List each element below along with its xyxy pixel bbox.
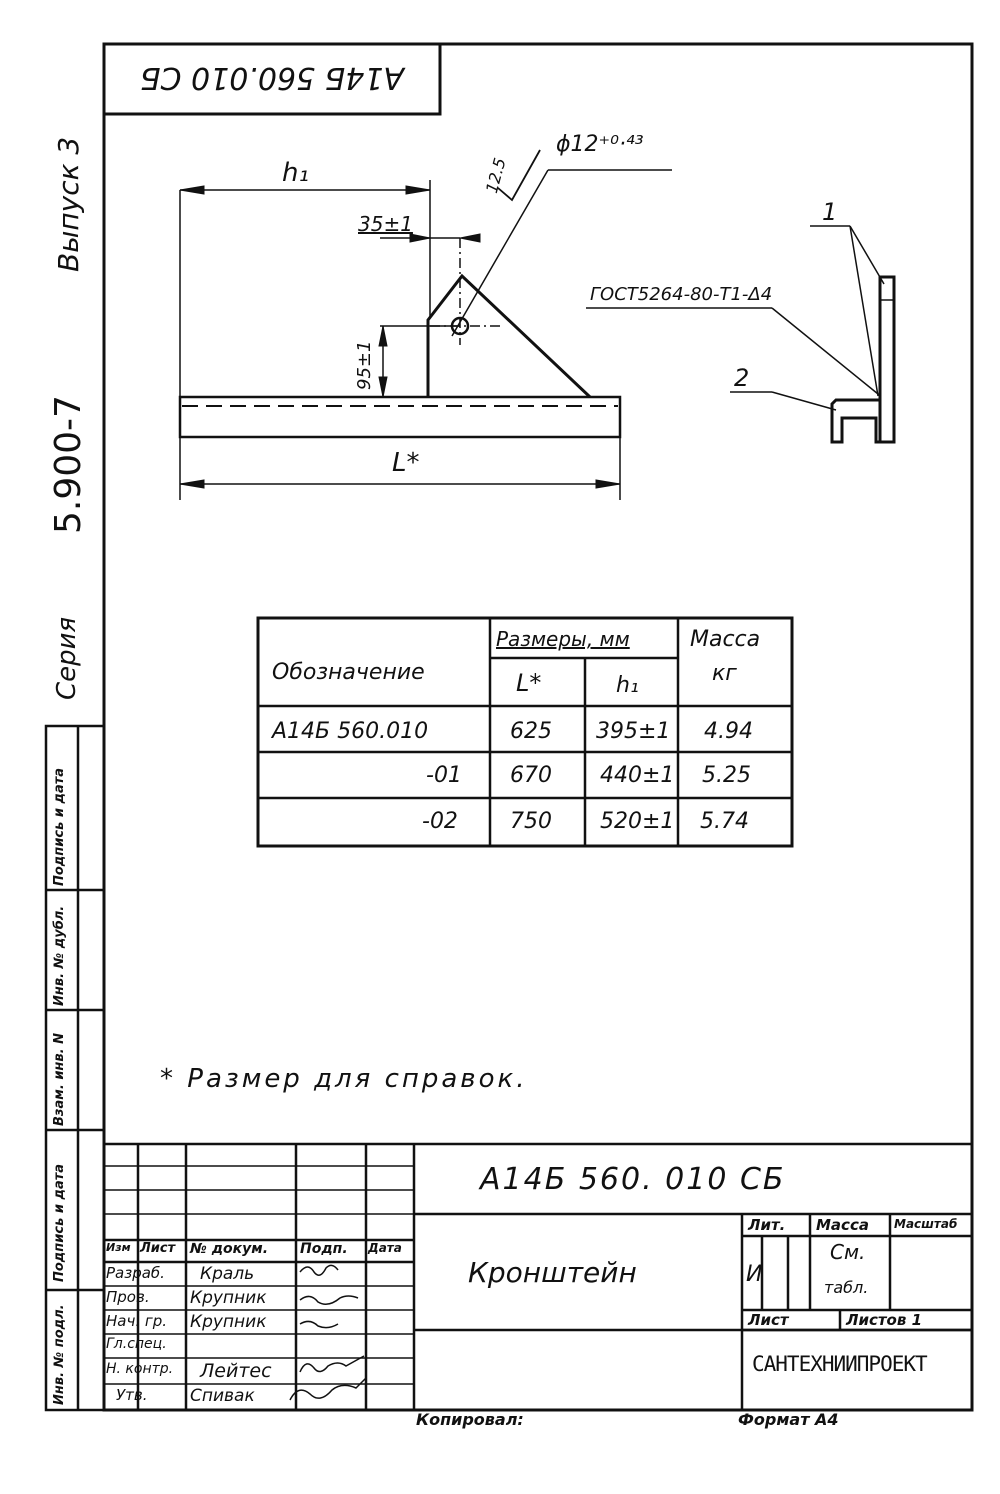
tb-name-5: Спивак <box>190 1386 255 1406</box>
dim-35: 35±1 <box>358 212 413 236</box>
tb-header-data: Дата <box>368 1241 402 1255</box>
tb-sheet-label: Лист <box>748 1311 789 1329</box>
tb-name-4: Лейтес <box>200 1360 272 1382</box>
signature-scribbles <box>289 1264 367 1401</box>
spec-col-mass-2: кг <box>712 660 737 686</box>
tb-mass-label: Масса <box>816 1216 869 1234</box>
part-view-side <box>586 225 896 444</box>
tb-lit-value: И <box>746 1262 763 1287</box>
weld-standard: ГОСТ5264-80-Т1-Δ4 <box>590 284 773 305</box>
title-doc-number: А14Б 560. 010 СБ <box>480 1162 786 1197</box>
top-stamp-box <box>102 42 442 116</box>
dim-L: L* <box>392 448 420 478</box>
spec-table-grid <box>256 616 794 848</box>
side-stamp-grid <box>44 724 106 1412</box>
spec-col-sizes: Размеры, мм <box>496 627 630 651</box>
top-stamp-text: А14Б 560.010 СБ <box>140 60 404 95</box>
tb-mass-value-1: См. <box>830 1240 866 1264</box>
footer-copied: Копировал: <box>416 1410 524 1429</box>
spec-col-designation: Обозначение <box>272 659 425 685</box>
reference-note: * Размер для справок. <box>160 1064 528 1094</box>
tb-header-doc: № докум. <box>190 1241 269 1257</box>
footer-format: Формат А4 <box>738 1410 839 1429</box>
title-block-grid <box>104 1142 972 1410</box>
spec-col-mass-1: Масса <box>690 626 761 652</box>
tb-lit-label: Лит. <box>748 1216 786 1234</box>
spec-row-1-designation: -01 <box>426 762 462 788</box>
tb-header-izm: Изм <box>106 1241 131 1254</box>
margin-seriya: Серия <box>52 616 82 700</box>
spec-row-0-L: 625 <box>510 718 552 744</box>
side-stamp-vzam: Взам. инв. N <box>52 1033 67 1126</box>
tb-sheets-label: Листов 1 <box>846 1311 923 1329</box>
spec-row-1-mass: 5.25 <box>702 762 751 788</box>
margin-series-code: 5.900-7 <box>48 395 89 534</box>
spec-row-2-mass: 5.74 <box>700 808 749 834</box>
tb-header-list: Лист <box>140 1241 176 1256</box>
tb-role-2: Нач. гр. <box>106 1312 168 1330</box>
tb-organization: САНТЕХНИИПРОЕКТ <box>752 1352 928 1376</box>
spec-row-0-mass: 4.94 <box>704 718 753 744</box>
margin-vypusk: Выпуск 3 <box>52 136 85 272</box>
spec-col-h1: h₁ <box>616 672 639 698</box>
tb-role-3: Гл.спец. <box>106 1336 167 1352</box>
tb-mass-value-2: табл. <box>824 1278 869 1297</box>
spec-row-1-h1: 440±1 <box>600 762 675 788</box>
tb-role-4: Н. контр. <box>106 1361 174 1377</box>
side-stamp-podpis-2: Подпись и дата <box>52 767 67 886</box>
tb-role-5: Утв. <box>116 1386 148 1404</box>
spec-row-2-designation: -02 <box>422 808 458 834</box>
tb-name-2: Крупник <box>190 1312 267 1332</box>
item-1-label: 1 <box>822 198 838 226</box>
dim-h1: h₁ <box>282 158 309 188</box>
part-view-main <box>178 149 672 500</box>
tb-role-1: Пров. <box>106 1288 150 1306</box>
tb-role-0: Разраб. <box>106 1264 165 1282</box>
tb-scale-label: Масштаб <box>894 1217 958 1231</box>
side-stamp-inv-podl: Инв. № подл. <box>52 1304 67 1405</box>
title-part-name: Кронштейн <box>468 1256 637 1289</box>
spec-col-L: L* <box>516 669 542 697</box>
dim-95: 95±1 <box>354 340 375 390</box>
side-stamp-inv-dubl: Инв. № дубл. <box>52 905 67 1006</box>
item-2-label: 2 <box>734 364 750 392</box>
tb-name-0: Краль <box>200 1264 255 1284</box>
spec-row-0-designation: А14Б 560.010 <box>272 718 429 744</box>
hole-diameter: ϕ12⁺⁰·⁴³ <box>556 132 644 157</box>
side-stamp-podpis-1: Подпись и дата <box>52 1163 67 1282</box>
tb-header-podp: Подп. <box>300 1241 348 1257</box>
spec-row-2-L: 750 <box>510 808 552 834</box>
spec-row-0-h1: 395±1 <box>596 718 671 744</box>
spec-row-2-h1: 520±1 <box>600 808 675 834</box>
spec-row-1-L: 670 <box>510 762 552 788</box>
tb-name-1: Крупник <box>190 1288 267 1308</box>
